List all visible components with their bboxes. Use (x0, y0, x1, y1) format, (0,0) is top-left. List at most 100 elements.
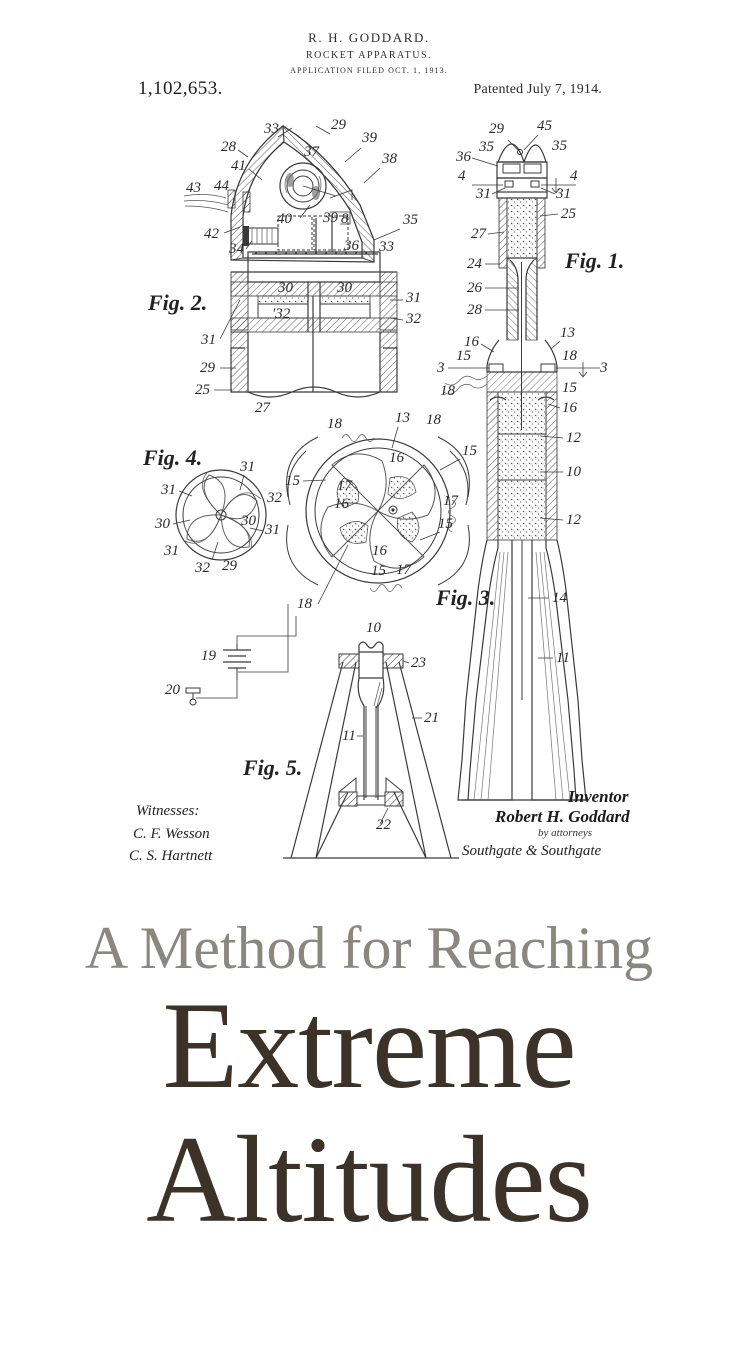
ref-32b-fig4: 32 (194, 560, 211, 576)
ref-28-fig2: 28 (221, 139, 237, 155)
ref-13-fig1: 13 (560, 325, 575, 341)
inventor-signature: Robert H. Goddard (494, 807, 630, 826)
ref-26-fig1: 26 (467, 280, 483, 296)
figure-3-group: 18 13 15 16 15 16 17 17 15 16 15 17 (238, 410, 495, 673)
ref-31b-fig2: 31 (200, 332, 216, 348)
ref-36-fig2: 36 (343, 238, 360, 254)
ref-20-fig5: 20 (165, 682, 181, 698)
cover-title-line-1: A Method for Reaching (84, 915, 654, 981)
ref-18-top: 18 (426, 412, 442, 428)
ref-22-fig5: 22 (376, 817, 392, 833)
ref-31d-fig4: 31 (163, 543, 179, 559)
ref-25-fig1: 25 (561, 206, 577, 222)
ref-41-fig2: 41 (231, 158, 246, 174)
ref-40-fig2: 40 (277, 211, 293, 227)
patent-header: R. H. GODDARD. ROCKET APPARATUS. APPLICA… (0, 0, 738, 99)
ref-30b-fig2: 30 (336, 280, 353, 296)
ref-14-fig1: 14 (552, 590, 568, 606)
ref-4a-fig1: 4 (458, 168, 466, 184)
ref-17b-fig3: 17 (443, 493, 460, 509)
patent-figures: .ln{fill:none;stroke:#3a3a3a;stroke-widt… (129, 117, 630, 864)
figure-5-label: Fig. 5. (242, 755, 302, 780)
ref-18b-fig1: 18 (440, 383, 456, 399)
ref-23-fig5: 23 (411, 655, 426, 671)
ref-29-fig1: 29 (489, 121, 505, 137)
ref-16c-fig3: 16 (372, 543, 388, 559)
witnesses-label: Witnesses: (136, 803, 199, 819)
ref-15c-fig3: 15 (438, 516, 454, 532)
ref-31b-fig1: 31 (555, 186, 571, 202)
ref-42-fig2: 42 (204, 226, 220, 242)
ref-12b-fig1: 12 (566, 512, 582, 528)
ref-34-fig2: 34 (228, 241, 245, 257)
ref-11-fig1: 11 (556, 650, 570, 666)
patent-number: 1,102,653. (138, 78, 223, 99)
ref-15b-fig3: 15 (285, 473, 301, 489)
ref-11-fig5: 11 (342, 728, 356, 744)
patent-figure-drawings: .ln{fill:none;stroke:#3a3a3a;stroke-widt… (129, 117, 630, 864)
ref-8-fig2: 8 (341, 211, 349, 227)
ref-18b-fig3: 18 (297, 596, 313, 612)
ref-12a-fig1: 12 (566, 430, 582, 446)
patent-drawing-sheet: R. H. GODDARD. ROCKET APPARATUS. APPLICA… (0, 0, 738, 864)
ref-4b-fig1: 4 (570, 168, 578, 184)
cover-title-block: A Method for Reaching Extreme Altitudes (0, 900, 738, 1353)
ref-18a-fig1: 18 (562, 348, 578, 364)
attorneys-label: by attorneys (538, 827, 592, 839)
ref-3a-fig1: 3 (436, 360, 445, 376)
figure-4-label: Fig. 4. (142, 445, 202, 470)
ref-17a-fig3: 17 (337, 478, 354, 494)
ref-37-fig2: 37 (303, 144, 321, 160)
cover-title-line-2: Extreme (162, 977, 576, 1114)
ref-10-fig1: 10 (566, 464, 582, 480)
ref-16b-fig3: 16 (334, 496, 350, 512)
figure-3-label: Fig. 3. (435, 585, 495, 610)
ref-15a-fig1: 15 (456, 348, 472, 364)
ref-29-fig4: 29 (222, 558, 238, 574)
ref-30a-fig4: 30 (240, 513, 257, 529)
ref-31b-fig4: 31 (160, 482, 176, 498)
ref-10-fig5: 10 (366, 620, 382, 636)
ref-30a-fig2: 30 (277, 280, 294, 296)
ref-27-fig1: 27 (471, 226, 488, 242)
ref-17c-fig3: 17 (396, 562, 413, 578)
ref-29b-fig2: 29 (200, 360, 216, 376)
ref-38-fig2: 38 (381, 151, 398, 167)
witness-2-signature: C. S. Hartnett (129, 848, 213, 864)
ref-33b-fig2: 33 (378, 239, 394, 255)
ref-30b-fig4: 30 (154, 516, 171, 532)
signature-block: Witnesses: C. F. Wesson C. S. Hartnett I… (129, 787, 630, 864)
ref-28-fig1: 28 (467, 302, 483, 318)
ref-31a-fig1: 31 (475, 186, 491, 202)
ref-45-fig1: 45 (537, 118, 553, 134)
ref-21-fig5: 21 (424, 710, 439, 726)
figure-2-label: Fig. 2. (147, 290, 207, 315)
figure-2-group: 33 29 39 38 28 37 41 43 44 42 40 (147, 117, 422, 416)
ref-16b-fig1: 16 (562, 400, 578, 416)
attorneys-signature: Southgate & Southgate (462, 843, 601, 859)
ref-27-fig2: 27 (255, 400, 272, 416)
ref-31-fig2: 31 (405, 290, 421, 306)
figure-4-group: 31 31 32 30 30 31 31 32 29 Fig. 4. (142, 445, 283, 576)
ref-3b-fig1: 3 (599, 360, 608, 376)
ref-29-fig2: 29 (331, 117, 347, 133)
figure-5-group: 19 20 (165, 412, 459, 859)
ref-31a-fig4: 31 (239, 459, 255, 475)
ref-25-fig2: 25 (195, 382, 211, 398)
ref-39-fig2: 39 (361, 130, 378, 146)
inventor-label: Inventor (567, 787, 629, 806)
figure-1-group: 29 45 35 35 36 4 4 31 31 25 27 24 (436, 118, 624, 801)
cover-title-line-3: Altitudes (146, 1111, 593, 1248)
ref-15d-fig3: 15 (371, 563, 387, 579)
ref-36-fig1: 36 (455, 149, 472, 165)
ref-19-fig5: 19 (201, 648, 217, 664)
ref-43-fig2: 43 (186, 180, 201, 196)
ref-18a-fig3: 18 (327, 416, 343, 432)
ref-32-fig2: 32 (405, 311, 422, 327)
ref-15b-fig1: 15 (562, 380, 578, 396)
ref-16a-fig1: 16 (464, 334, 480, 350)
patent-number-date-row: 1,102,653. Patented July 7, 1914. (0, 78, 738, 100)
ref-32a-fig4: 32 (266, 490, 283, 506)
figure-1-label: Fig. 1. (564, 248, 624, 273)
